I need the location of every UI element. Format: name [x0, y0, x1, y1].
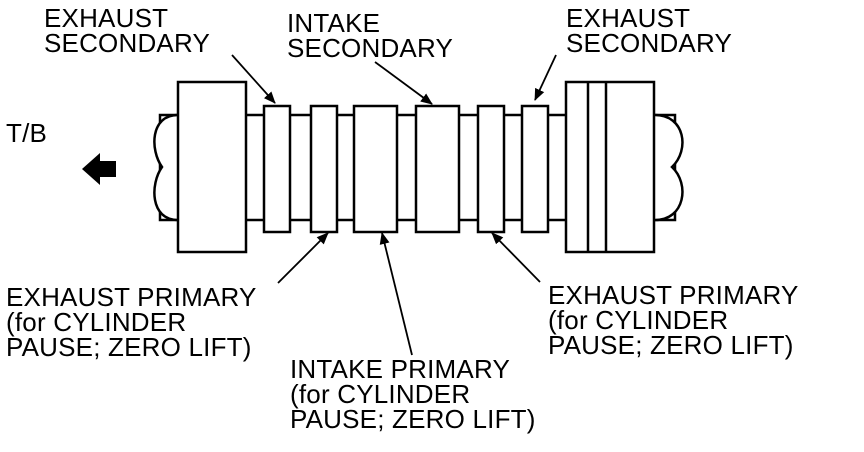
left-journal [176, 80, 248, 254]
direction-arrow-icon [82, 153, 116, 185]
label-exhaust-secondary-left: EXHAUST SECONDARY [44, 3, 211, 58]
lobe-exhaust-primary-right [476, 104, 506, 234]
label-exhaust-primary-left: EXHAUST PRIMARY (for CYLINDER PAUSE; ZER… [6, 282, 257, 362]
leader-exhaust-secondary-right [534, 54, 557, 101]
label-direction: T/B [6, 118, 48, 148]
label-exhaust-primary-right: EXHAUST PRIMARY (for CYLINDER PAUSE; ZER… [548, 280, 799, 360]
leader-exhaust-primary-right [491, 232, 541, 283]
lobe-exhaust-secondary-left [262, 104, 292, 234]
shaft-right-end [654, 113, 684, 222]
lobe-exhaust-secondary-right [520, 104, 550, 234]
right-journal [564, 80, 656, 254]
leader-exhaust-primary-left [277, 232, 329, 284]
lobe-intake-secondary [414, 104, 461, 234]
label-intake-secondary: INTAKE SECONDARY [287, 8, 454, 63]
lobe-intake-primary [352, 104, 399, 234]
label-intake-primary: INTAKE PRIMARY (for CYLINDER PAUSE; ZERO… [290, 354, 536, 434]
leader-intake-primary [379, 232, 413, 356]
label-exhaust-secondary-right: EXHAUST SECONDARY [566, 3, 733, 58]
leader-intake-secondary [374, 61, 433, 105]
shaft-left-end [153, 113, 179, 222]
lobe-exhaust-primary-left [309, 104, 339, 234]
leader-exhaust-secondary-left [231, 54, 276, 104]
